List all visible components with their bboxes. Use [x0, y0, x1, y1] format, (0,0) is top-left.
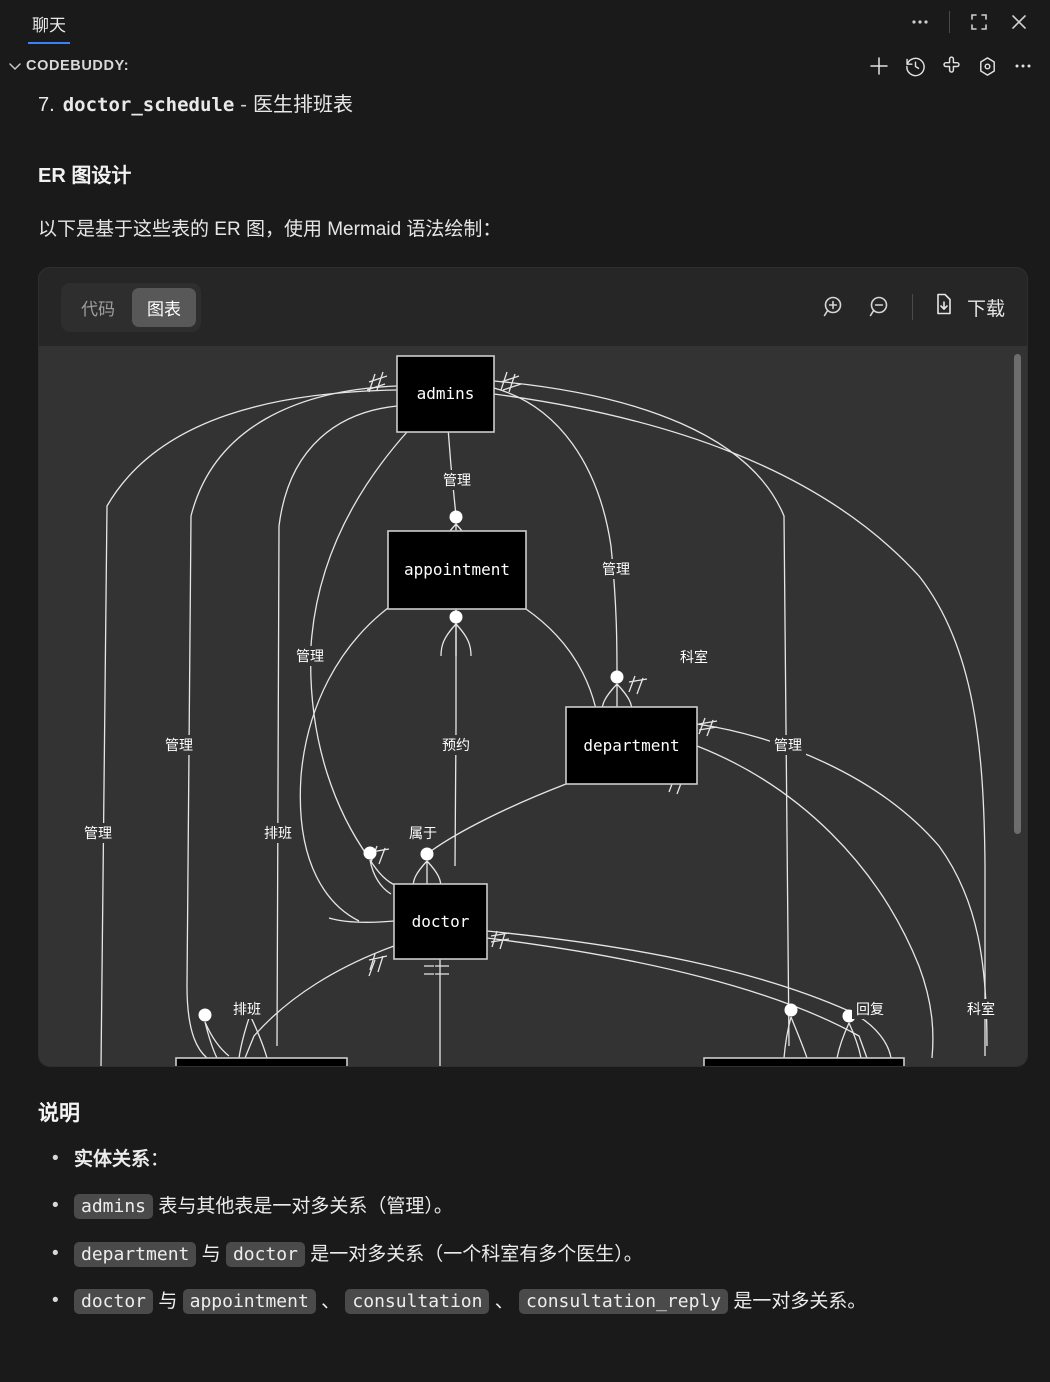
title-bar-actions [903, 5, 1036, 39]
plugin-icon[interactable] [938, 53, 964, 79]
list-number: 7. [38, 94, 55, 116]
edge-label: 管理 [296, 648, 324, 664]
tab-chart[interactable]: 图表 [132, 287, 196, 327]
edge-label: 属于 [409, 825, 437, 841]
er-entities: admins appointment department docto [175, 355, 905, 1066]
zoom-in-icon[interactable] [820, 293, 848, 321]
section-title-er: ER 图设计 [38, 165, 132, 187]
edge-label: 科室 [967, 1001, 995, 1017]
more-actions-button[interactable] [1010, 53, 1036, 79]
code-chip-doctor: doctor [225, 1241, 305, 1267]
code-chip-appointment: appointment [182, 1289, 316, 1315]
entity-appointment[interactable]: appointment [387, 530, 527, 610]
edge-label: 排班 [264, 825, 292, 841]
diagram-vertical-scrollbar[interactable] [1014, 354, 1021, 834]
edge-label: 排班 [233, 1001, 261, 1017]
edge-label: 管理 [165, 737, 193, 753]
mermaid-diagram-card: 代码 图表 [38, 267, 1028, 1067]
chevron-down-icon[interactable] [4, 55, 26, 77]
assistant-name: CODEBUDDY: [26, 58, 130, 74]
settings-hex-icon[interactable] [974, 53, 1000, 79]
entity-relation-label: 实体关系 [74, 1149, 151, 1170]
separator: 、 [321, 1291, 341, 1313]
edge-label: 科室 [680, 649, 708, 665]
edge-label: 管理 [84, 825, 112, 841]
tab-chat[interactable]: 聊天 [28, 11, 70, 44]
conjunction: 与 [158, 1291, 178, 1313]
fullscreen-icon[interactable] [962, 5, 996, 39]
explanation-title: 说明 [38, 1102, 80, 1125]
tab-strip: 聊天 [28, 0, 70, 44]
entity-clipped-right[interactable] [703, 1057, 905, 1066]
list-item-text: 表与其他表是一对多关系（管理）。 [158, 1196, 453, 1218]
er-diagram-svg: admins appointment department docto [80, 355, 999, 1066]
edge-label: 回复 [856, 1001, 884, 1017]
title-bar: 聊天 [0, 0, 1050, 44]
zoom-out-icon[interactable] [866, 293, 894, 321]
download-label: 下载 [966, 298, 1005, 320]
table-description: 医生排班表 [252, 94, 353, 116]
file-download-icon [931, 291, 957, 323]
view-mode-switch: 代码 图表 [61, 282, 201, 332]
list-item-text: 是一对多关系（一个科室有多个医生）。 [310, 1243, 643, 1265]
entity-label: doctor [412, 912, 470, 931]
code-chip-consultation: consultation [345, 1289, 490, 1315]
conjunction: 与 [201, 1243, 221, 1265]
download-button[interactable]: 下载 [931, 291, 1005, 323]
ellipsis-icon[interactable] [903, 5, 937, 39]
entity-clipped-left[interactable] [175, 1057, 348, 1066]
er-edge-labels: 管理 管理 管理 科室 管理 预约 管理 [80, 470, 999, 1019]
message-body: 7. doctor_schedule - 医生排班表 ER 图设计 以下是基于这… [0, 88, 1050, 1317]
edge-label: 预约 [442, 737, 470, 753]
tab-code[interactable]: 代码 [81, 299, 115, 319]
entity-doctor[interactable]: doctor [393, 883, 488, 960]
list-item: admins 表与其他表是一对多关系（管理）。 [38, 1191, 1024, 1221]
dash-separator: - [240, 94, 247, 116]
table-list-item: 7. doctor_schedule - 医生排班表 [38, 88, 1024, 117]
diagram-tools: 下载 [820, 291, 1005, 323]
code-chip-admins: admins [74, 1194, 154, 1220]
er-zero-markers [198, 510, 856, 1023]
list-item: 实体关系： [38, 1144, 1024, 1174]
section-paragraph: 以下是基于这些表的 ER 图，使用 Mermaid 语法绘制： [38, 219, 502, 240]
list-item: doctor 与 appointment 、 consultation 、 co… [38, 1286, 1024, 1316]
code-chip-department: department [74, 1241, 197, 1267]
entity-label: appointment [404, 560, 510, 579]
explanation-list: 实体关系： admins 表与其他表是一对多关系（管理）。 department… [38, 1144, 1024, 1317]
code-chip-consultation-reply: consultation_reply [519, 1289, 729, 1315]
divider [911, 294, 913, 320]
diagram-toolbar: 代码 图表 [39, 268, 1027, 346]
divider [949, 11, 950, 33]
plus-icon[interactable] [866, 53, 892, 79]
assistant-header: CODEBUDDY: [0, 48, 1050, 84]
separator: 、 [494, 1291, 514, 1313]
assistant-actions [866, 53, 1036, 79]
table-name: doctor_schedule [62, 94, 235, 116]
edge-label: 管理 [602, 561, 630, 577]
list-item-text: 是一对多关系。 [733, 1291, 867, 1313]
entity-admins[interactable]: admins [396, 355, 495, 433]
entity-label: admins [417, 384, 475, 403]
er-many-markers [204, 523, 862, 1059]
entity-department[interactable]: department [565, 706, 698, 785]
history-icon[interactable] [902, 53, 928, 79]
diagram-canvas[interactable]: admins appointment department docto [39, 346, 1027, 1066]
edge-label: 管理 [443, 472, 471, 488]
list-item: department 与 doctor 是一对多关系（一个科室有多个医生）。 [38, 1239, 1024, 1269]
code-chip-doctor: doctor [74, 1289, 154, 1315]
er-edges [100, 380, 988, 1066]
colon: ： [150, 1149, 170, 1170]
edge-label: 管理 [774, 737, 802, 753]
entity-label: department [583, 736, 679, 755]
close-icon[interactable] [1002, 5, 1036, 39]
